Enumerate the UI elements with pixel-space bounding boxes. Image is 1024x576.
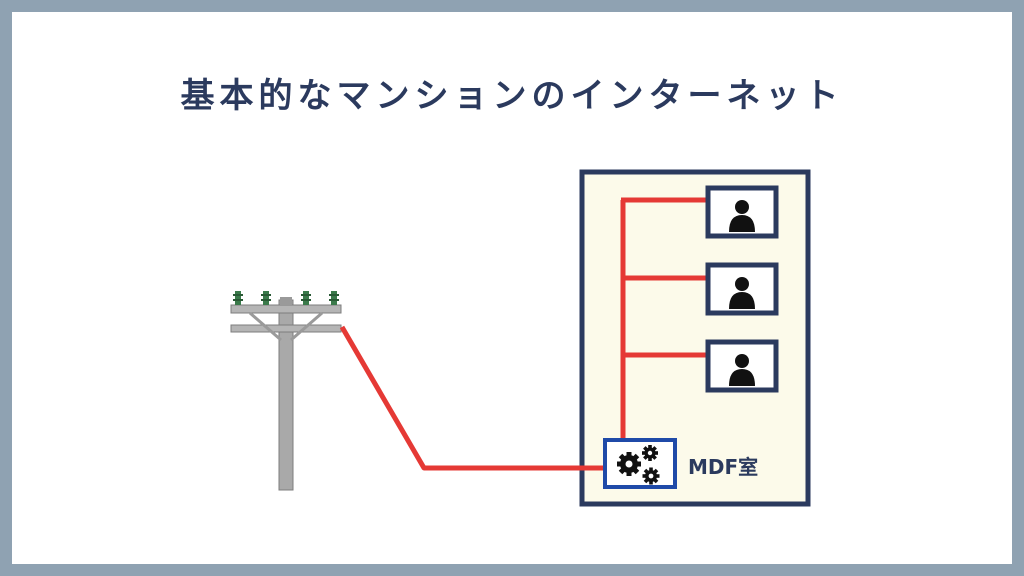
insulator-icon — [301, 291, 311, 305]
mdf-room: MDF室 — [603, 438, 758, 489]
canvas-frame — [12, 12, 1012, 564]
person-icon — [729, 277, 755, 309]
utility-pole-icon — [230, 291, 342, 491]
apartment-unit — [705, 185, 779, 239]
apartment-unit — [705, 339, 779, 393]
internal-wiring — [620, 197, 708, 440]
insulator-icon — [233, 291, 243, 305]
mdf-room-label: MDF室 — [688, 455, 758, 479]
incoming-cable — [339, 325, 604, 471]
apartment-unit — [705, 262, 779, 316]
person-icon — [729, 354, 755, 386]
insulator-icon — [329, 291, 339, 305]
person-icon — [729, 200, 755, 232]
gears-icon — [617, 445, 660, 485]
insulator-icon — [261, 291, 271, 305]
page-title: 基本的なマンションのインターネット — [180, 76, 844, 116]
